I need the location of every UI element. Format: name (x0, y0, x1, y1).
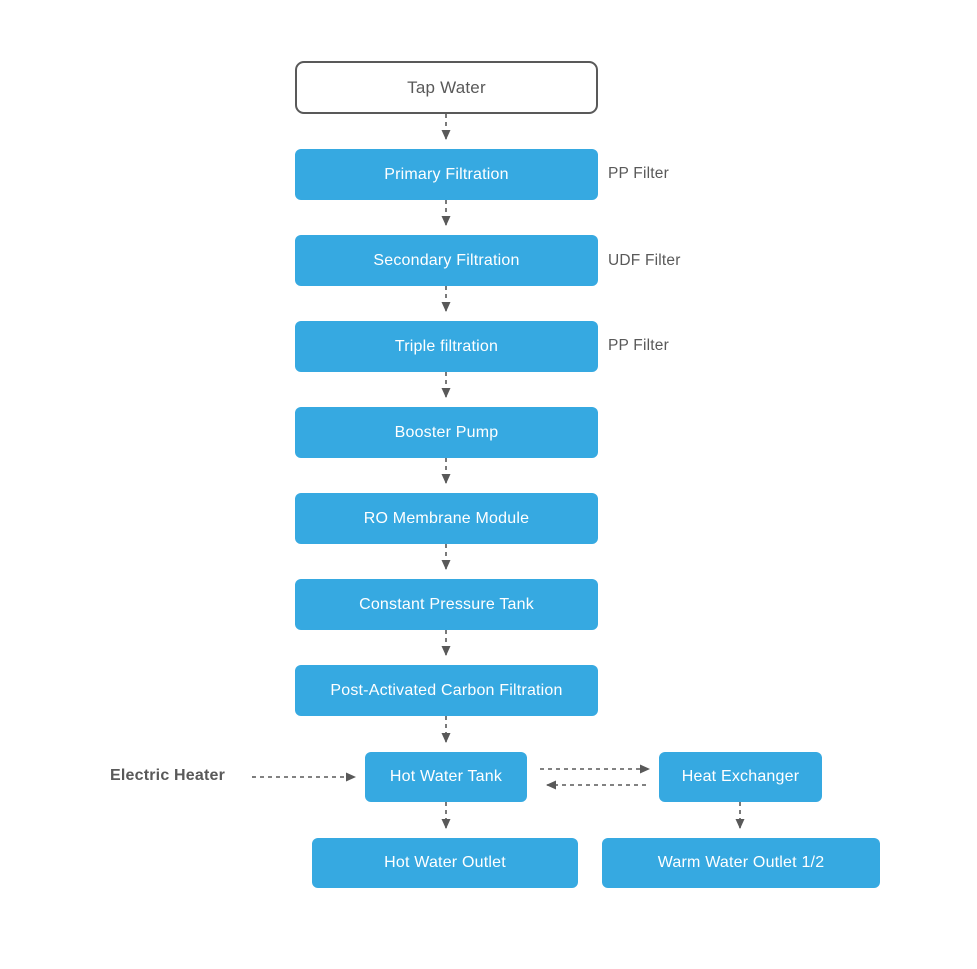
node-label: Post-Activated Carbon Filtration (330, 681, 563, 699)
node-primary-filtration[interactable]: Primary Filtration (295, 149, 598, 200)
side-label-electric-heater: Electric Heater (110, 767, 226, 784)
side-label-udf-filter: UDF Filter (608, 252, 681, 269)
node-secondary-filtration[interactable]: Secondary Filtration (295, 235, 598, 286)
side-label-pp-filter-triple: PP Filter (608, 337, 669, 354)
node-label: Triple filtration (394, 337, 499, 355)
node-label: Secondary Filtration (373, 251, 520, 269)
node-heat-exchanger[interactable]: Heat Exchanger (659, 752, 822, 802)
node-hot-water-tank[interactable]: Hot Water Tank (365, 752, 527, 802)
node-label: Hot Water Tank (389, 768, 503, 785)
node-constant-pressure-tank[interactable]: Constant Pressure Tank (295, 579, 598, 630)
node-post-activated-carbon-filtration[interactable]: Post-Activated Carbon Filtration (295, 665, 598, 716)
node-warm-water-outlet[interactable]: Warm Water Outlet 1/2 (602, 838, 880, 888)
side-label-pp-filter-primary: PP Filter (608, 165, 669, 182)
node-label: Tap Water (407, 78, 486, 97)
node-booster-pump[interactable]: Booster Pump (295, 407, 598, 458)
node-label: Warm Water Outlet 1/2 (657, 854, 825, 871)
node-label: Hot Water Outlet (384, 854, 506, 871)
node-label: Constant Pressure Tank (359, 595, 534, 613)
node-ro-membrane-module[interactable]: RO Membrane Module (295, 493, 598, 544)
node-label: Heat Exchanger (681, 768, 800, 785)
node-label: Primary Filtration (384, 165, 509, 183)
node-triple-filtration[interactable]: Triple filtration (295, 321, 598, 372)
node-label: RO Membrane Module (363, 509, 530, 527)
node-label: Booster Pump (394, 423, 499, 441)
node-hot-water-outlet[interactable]: Hot Water Outlet (312, 838, 578, 888)
node-tap-water[interactable]: Tap Water (295, 61, 598, 114)
